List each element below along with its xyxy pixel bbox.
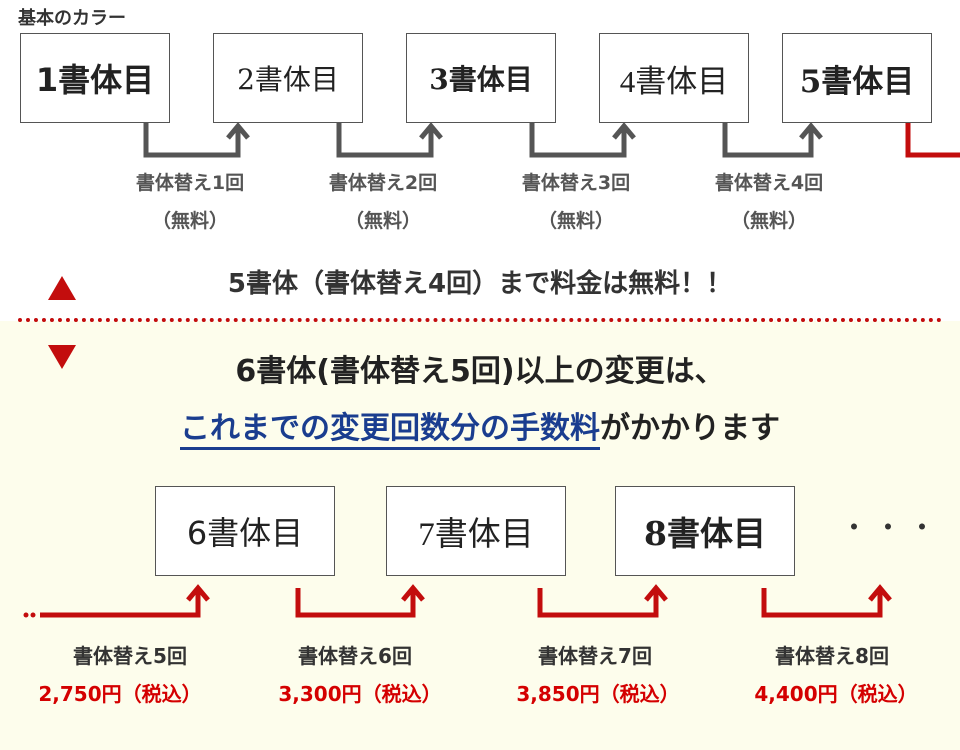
section-label: 基本のカラー <box>18 8 126 29</box>
font-box-7: 7書体目 <box>386 486 566 576</box>
font-box-4: 4書体目 <box>599 33 749 123</box>
arrow-paid-5 <box>40 590 201 618</box>
change-label-4: 書体替え4回 <box>714 172 824 194</box>
arrow-paid-7 <box>537 588 659 618</box>
font-box-8: 8書体目 <box>615 486 795 576</box>
paid-change-price-7: 3,850円（税込） <box>516 682 680 706</box>
arrow-change-4 <box>722 123 814 158</box>
warning-highlight: これまでの変更回数分の手数料 <box>180 411 600 446</box>
change-price-3: （無料） <box>537 210 614 232</box>
font-box-5: 5書体目 <box>782 33 932 123</box>
change-label-1: 書体替え1回 <box>135 172 245 194</box>
change-price-1: （無料） <box>151 210 228 232</box>
change-price-2: （無料） <box>344 210 421 232</box>
warning-suffix: がかかります <box>600 411 780 446</box>
paid-change-label-6: 書体替え6回 <box>298 644 412 668</box>
font-box-3: 3書体目 <box>406 33 556 123</box>
change-label-2: 書体替え2回 <box>328 172 438 194</box>
paid-change-price-8: 4,400円（税込） <box>754 682 918 706</box>
paid-change-label-7: 書体替え7回 <box>538 644 652 668</box>
triangle-down-icon <box>48 345 76 369</box>
arrow-change-2 <box>336 123 434 158</box>
arrow-change-5-start <box>905 123 960 158</box>
font-box-1: 1書体目 <box>20 33 170 123</box>
paid-change-price-5: 2,750円（税込） <box>38 682 202 706</box>
arrow-change-3 <box>529 123 627 158</box>
paid-change-label-8: 書体替え8回 <box>775 644 889 668</box>
paid-change-label-5: 書体替え5回 <box>73 644 187 668</box>
more-ellipsis: ・・・ <box>840 511 943 544</box>
change-label-3: 書体替え3回 <box>521 172 631 194</box>
arrow-paid-8 <box>761 588 883 618</box>
free-message: 5書体（書体替え4回）まで料金は無料！！ <box>227 269 733 299</box>
dotted-divider <box>18 318 942 322</box>
change-price-4: （無料） <box>730 210 807 232</box>
font-box-6: 6書体目 <box>155 486 335 576</box>
warning-line-2: これまでの変更回数分の手数料がかかります <box>0 403 960 447</box>
font-box-2: 2書体目 <box>213 33 363 123</box>
arrow-paid-6 <box>295 588 416 618</box>
triangle-up-icon <box>48 276 76 300</box>
arrow-change-1 <box>143 123 241 158</box>
warning-line-1: 6書体(書体替え5回)以上の変更は、 <box>235 354 725 389</box>
paid-change-price-6: 3,300円（税込） <box>278 682 442 706</box>
